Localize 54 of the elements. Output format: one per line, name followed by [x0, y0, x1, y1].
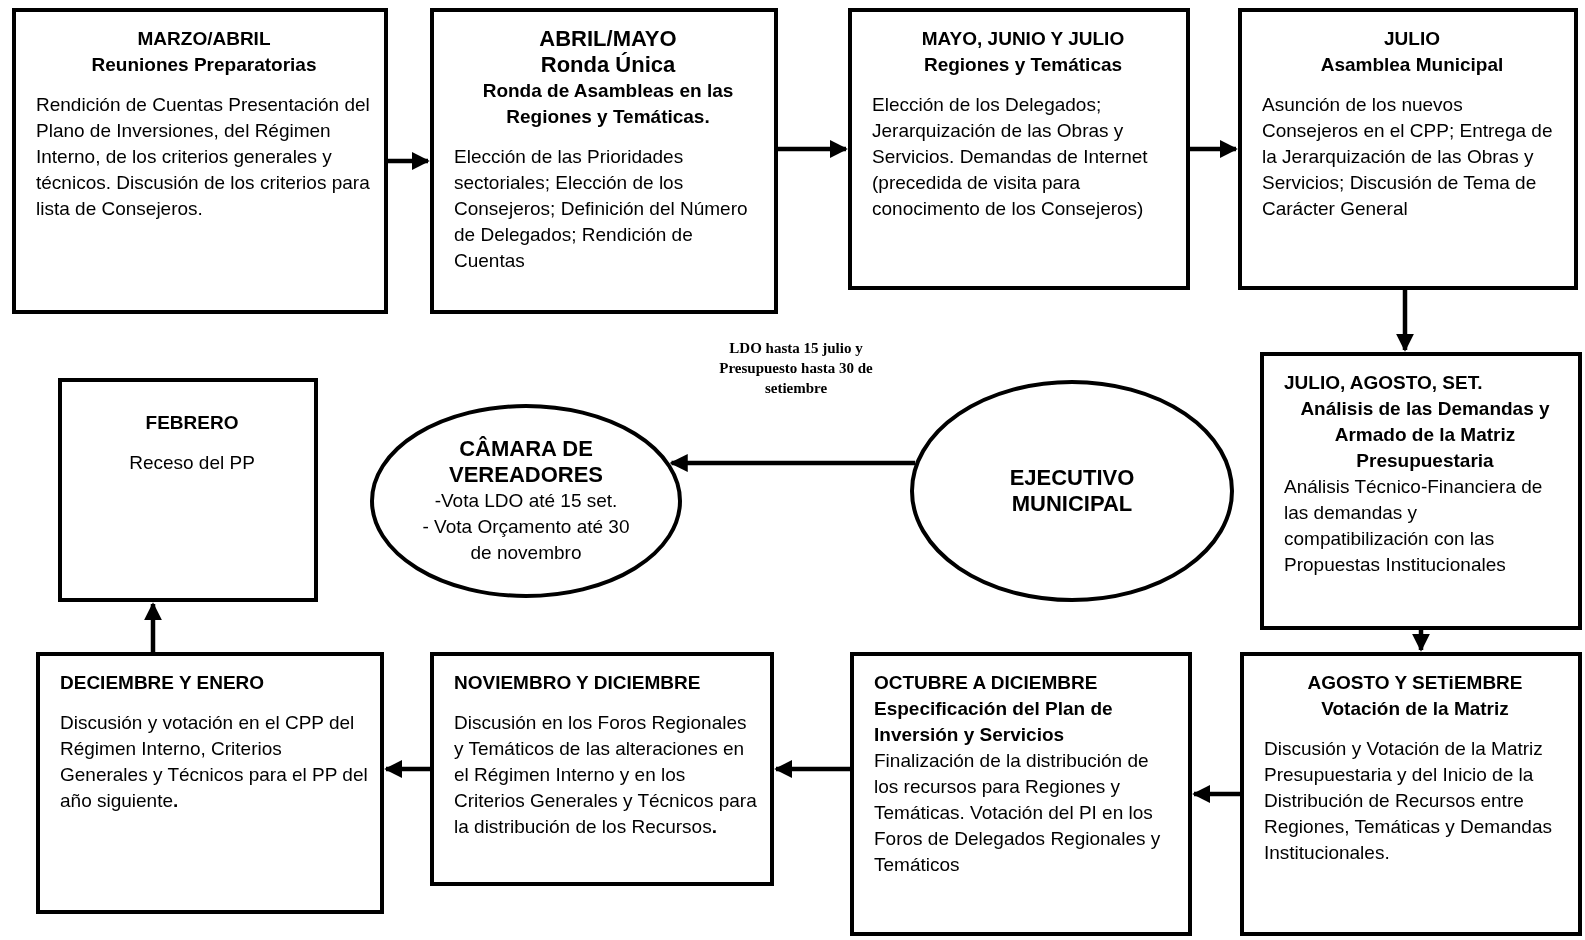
body-text: Asunción de los nuevos Consejeros en el CPP; Entrega de la Jerarquización de las Obras y Servicios; Discusión de Tema de Carácter General — [1262, 93, 1554, 221]
heading-text: MARZO/ABRIL — [136, 27, 272, 51]
arrow — [778, 140, 848, 158]
arrow — [384, 760, 430, 778]
body-text: Elección de las Prioridades sectoriales; Elección de los Consejeros; Definición del Número de Delegados; Rendición de Cuentas — [454, 145, 749, 273]
heading-text: ABRIL/MAYO — [538, 26, 678, 52]
body-text: - Vota Orçamento até 30 de novembro — [421, 515, 631, 565]
heading-text: Análisis de las Demandas y Armado de la Matriz Presupuestaria — [1299, 397, 1551, 473]
arrow — [1192, 785, 1240, 803]
arrow — [1190, 140, 1238, 158]
process-ellipse — [370, 404, 682, 598]
heading-text: NOVIEMBRO Y DICIEMBRE — [454, 671, 702, 695]
heading-text: Especificación del Plan de Inversión y Servicios — [874, 697, 1114, 747]
process-box — [850, 652, 1192, 936]
process-box — [1238, 8, 1578, 290]
process-box — [1240, 652, 1582, 936]
heading-text: Regiones y Temáticas — [922, 53, 1124, 77]
heading-text: Ronda Única — [539, 52, 677, 78]
heading-text: CÂMARA DE VEREADORES — [447, 436, 604, 488]
body-text: Elección de los Delegados; Jerarquización de las Obras y Servicios. Demandas de Internet (precedida de visita para conocimento de los Consejeros) — [872, 93, 1149, 221]
arrow — [1412, 630, 1430, 652]
body-text: Rendición de Cuentas Presentación del Plano de Inversiones, del Régimen Interno, de los criterios generales y técnicos. Discusión de los criterios para lista de Consejeros. — [36, 93, 371, 221]
arrow — [669, 454, 916, 472]
heading-text: EJECUTIVO MUNICIPAL — [1008, 465, 1136, 517]
process-box — [430, 652, 774, 886]
arrow — [144, 602, 162, 652]
arrow — [774, 760, 850, 778]
body-text: Análisis Técnico-Financiera de las demandas y compatibilización con las Propuestas Institucionales — [1284, 475, 1544, 577]
heading-text: Reuniones Preparatorias — [90, 53, 318, 77]
heading-text: AGOSTO Y SETiEMBRE — [1306, 671, 1524, 695]
process-box — [36, 652, 384, 914]
heading-text: Votación de la Matriz — [1320, 697, 1510, 721]
body-text: -Vota LDO até 15 set. — [434, 489, 618, 513]
heading-text: MAYO, JUNIO Y JULIO — [920, 27, 1126, 51]
process-box — [1260, 352, 1582, 630]
body-text: Finalización de la distribución de los recursos para Regiones y Temáticas. Votación del PI en los Foros de Delegados Regionales y Temáticos — [874, 749, 1162, 877]
body-text: Discusión en los Foros Regionales y Temáticos de las alteraciones en el Régimen Interno y en los Criterios Generales y Técnicos para la distribución de los Recursos. — [454, 711, 758, 839]
heading-text: JULIO — [1383, 27, 1441, 51]
process-box — [430, 8, 778, 314]
heading-text: FEBRERO — [144, 411, 240, 435]
heading-text: Ronda de Asambleas en las Regiones y Temáticas. — [481, 79, 735, 129]
process-ellipse — [910, 380, 1234, 602]
heading-text: JULIO, AGOSTO, SET. — [1284, 371, 1484, 395]
heading-text: DECIEMBRE Y ENERO — [60, 671, 266, 695]
process-box — [58, 378, 318, 602]
heading-text: OCTUBRE A DICIEMBRE — [874, 671, 1099, 695]
body-text: Discusión y Votación de la Matriz Presupuestaria y del Inicio de la Distribución de Recursos entre Regiones, Temáticas y Demandas Institucionales. — [1264, 737, 1553, 865]
arrow — [388, 152, 430, 170]
heading-text: Receso del PP — [128, 451, 256, 475]
process-box — [848, 8, 1190, 290]
heading-text: Asamblea Municipal — [1319, 53, 1505, 77]
arrow — [1396, 290, 1414, 352]
body-text: Discusión y votación en el CPP del Régimen Interno, Criterios Generales y Técnicos para el PP del año siguiente. — [60, 711, 368, 813]
process-box — [12, 8, 388, 314]
